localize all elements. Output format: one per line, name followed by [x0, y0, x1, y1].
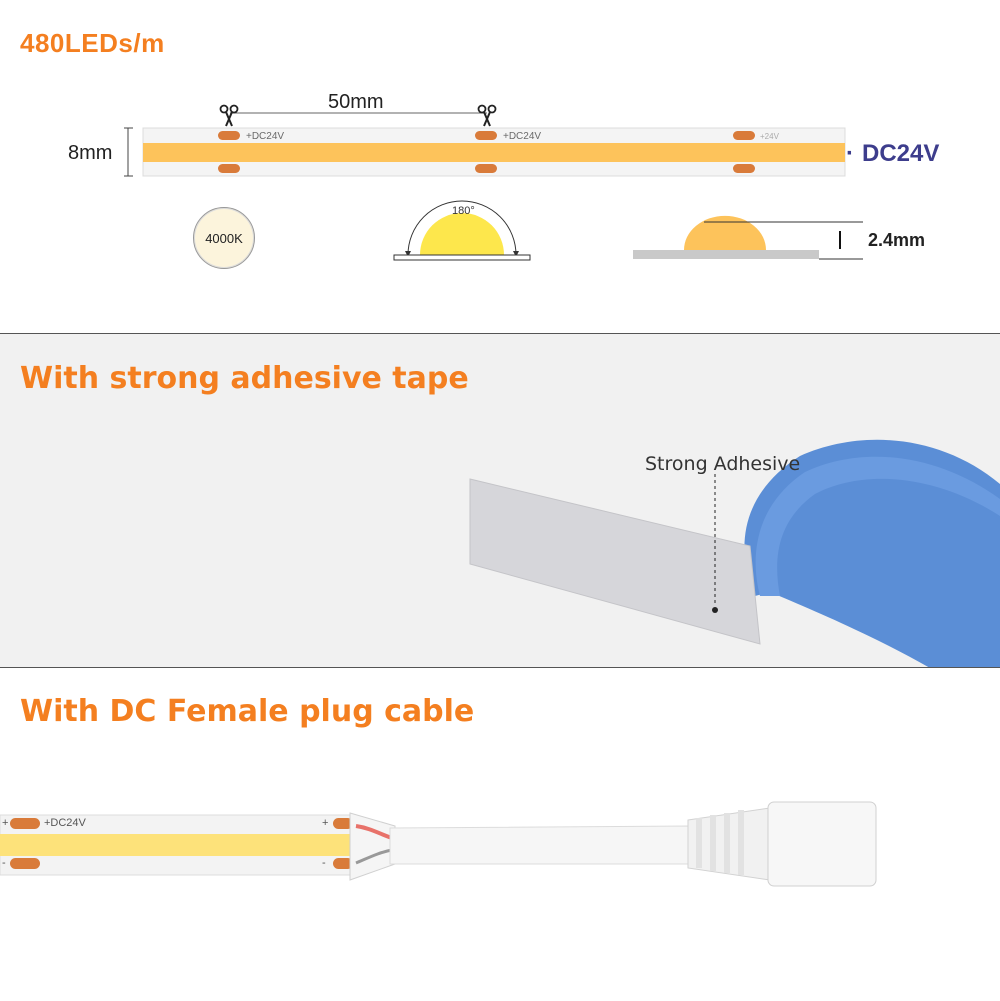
- adhesive-section: With strong adhesive tape Strong Adhesiv…: [0, 333, 1000, 668]
- color-temp-badge: 4000K: [193, 207, 255, 269]
- minus-marker: -: [2, 857, 6, 869]
- plug-section: With DC Female plug cable +DC24V + - + -: [0, 667, 1000, 1001]
- pad-label: +DC24V: [246, 131, 285, 142]
- pad-label: +DC24V: [503, 131, 542, 142]
- plug-title: With DC Female plug cable: [20, 694, 475, 729]
- scissors-icon: [477, 104, 497, 127]
- spec-section: 480LEDs/m 50mm +DC24V +DC24V +24V 8m: [0, 0, 1000, 333]
- beam-angle-label: 180°: [452, 205, 475, 217]
- width-label: 8mm: [68, 142, 113, 164]
- beam-angle-icon: [393, 200, 531, 261]
- density-title: 480LEDs/m: [20, 28, 165, 58]
- voltage-label: DC24V: [862, 140, 940, 167]
- color-temp-label: 4000K: [205, 230, 243, 246]
- pad-label-small: +24V: [760, 132, 779, 141]
- strip-drawing: [124, 112, 846, 177]
- cut-length-label: 50mm: [328, 91, 384, 113]
- voltage-bullet: ·: [846, 140, 854, 167]
- plug-pad-label: +DC24V: [44, 817, 86, 829]
- strong-adhesive-callout: Strong Adhesive: [645, 453, 801, 475]
- adhesive-title: With strong adhesive tape: [20, 361, 469, 396]
- minus-marker: -: [322, 857, 326, 869]
- plus-marker: +: [322, 817, 329, 829]
- thickness-diagram: [633, 215, 863, 260]
- dc-plug-illustration: [0, 801, 877, 887]
- scissors-icon: [219, 104, 239, 127]
- plus-marker: +: [2, 817, 9, 829]
- thickness-label: 2.4mm: [868, 230, 926, 250]
- adhesive-tape-illustration: [469, 439, 1000, 668]
